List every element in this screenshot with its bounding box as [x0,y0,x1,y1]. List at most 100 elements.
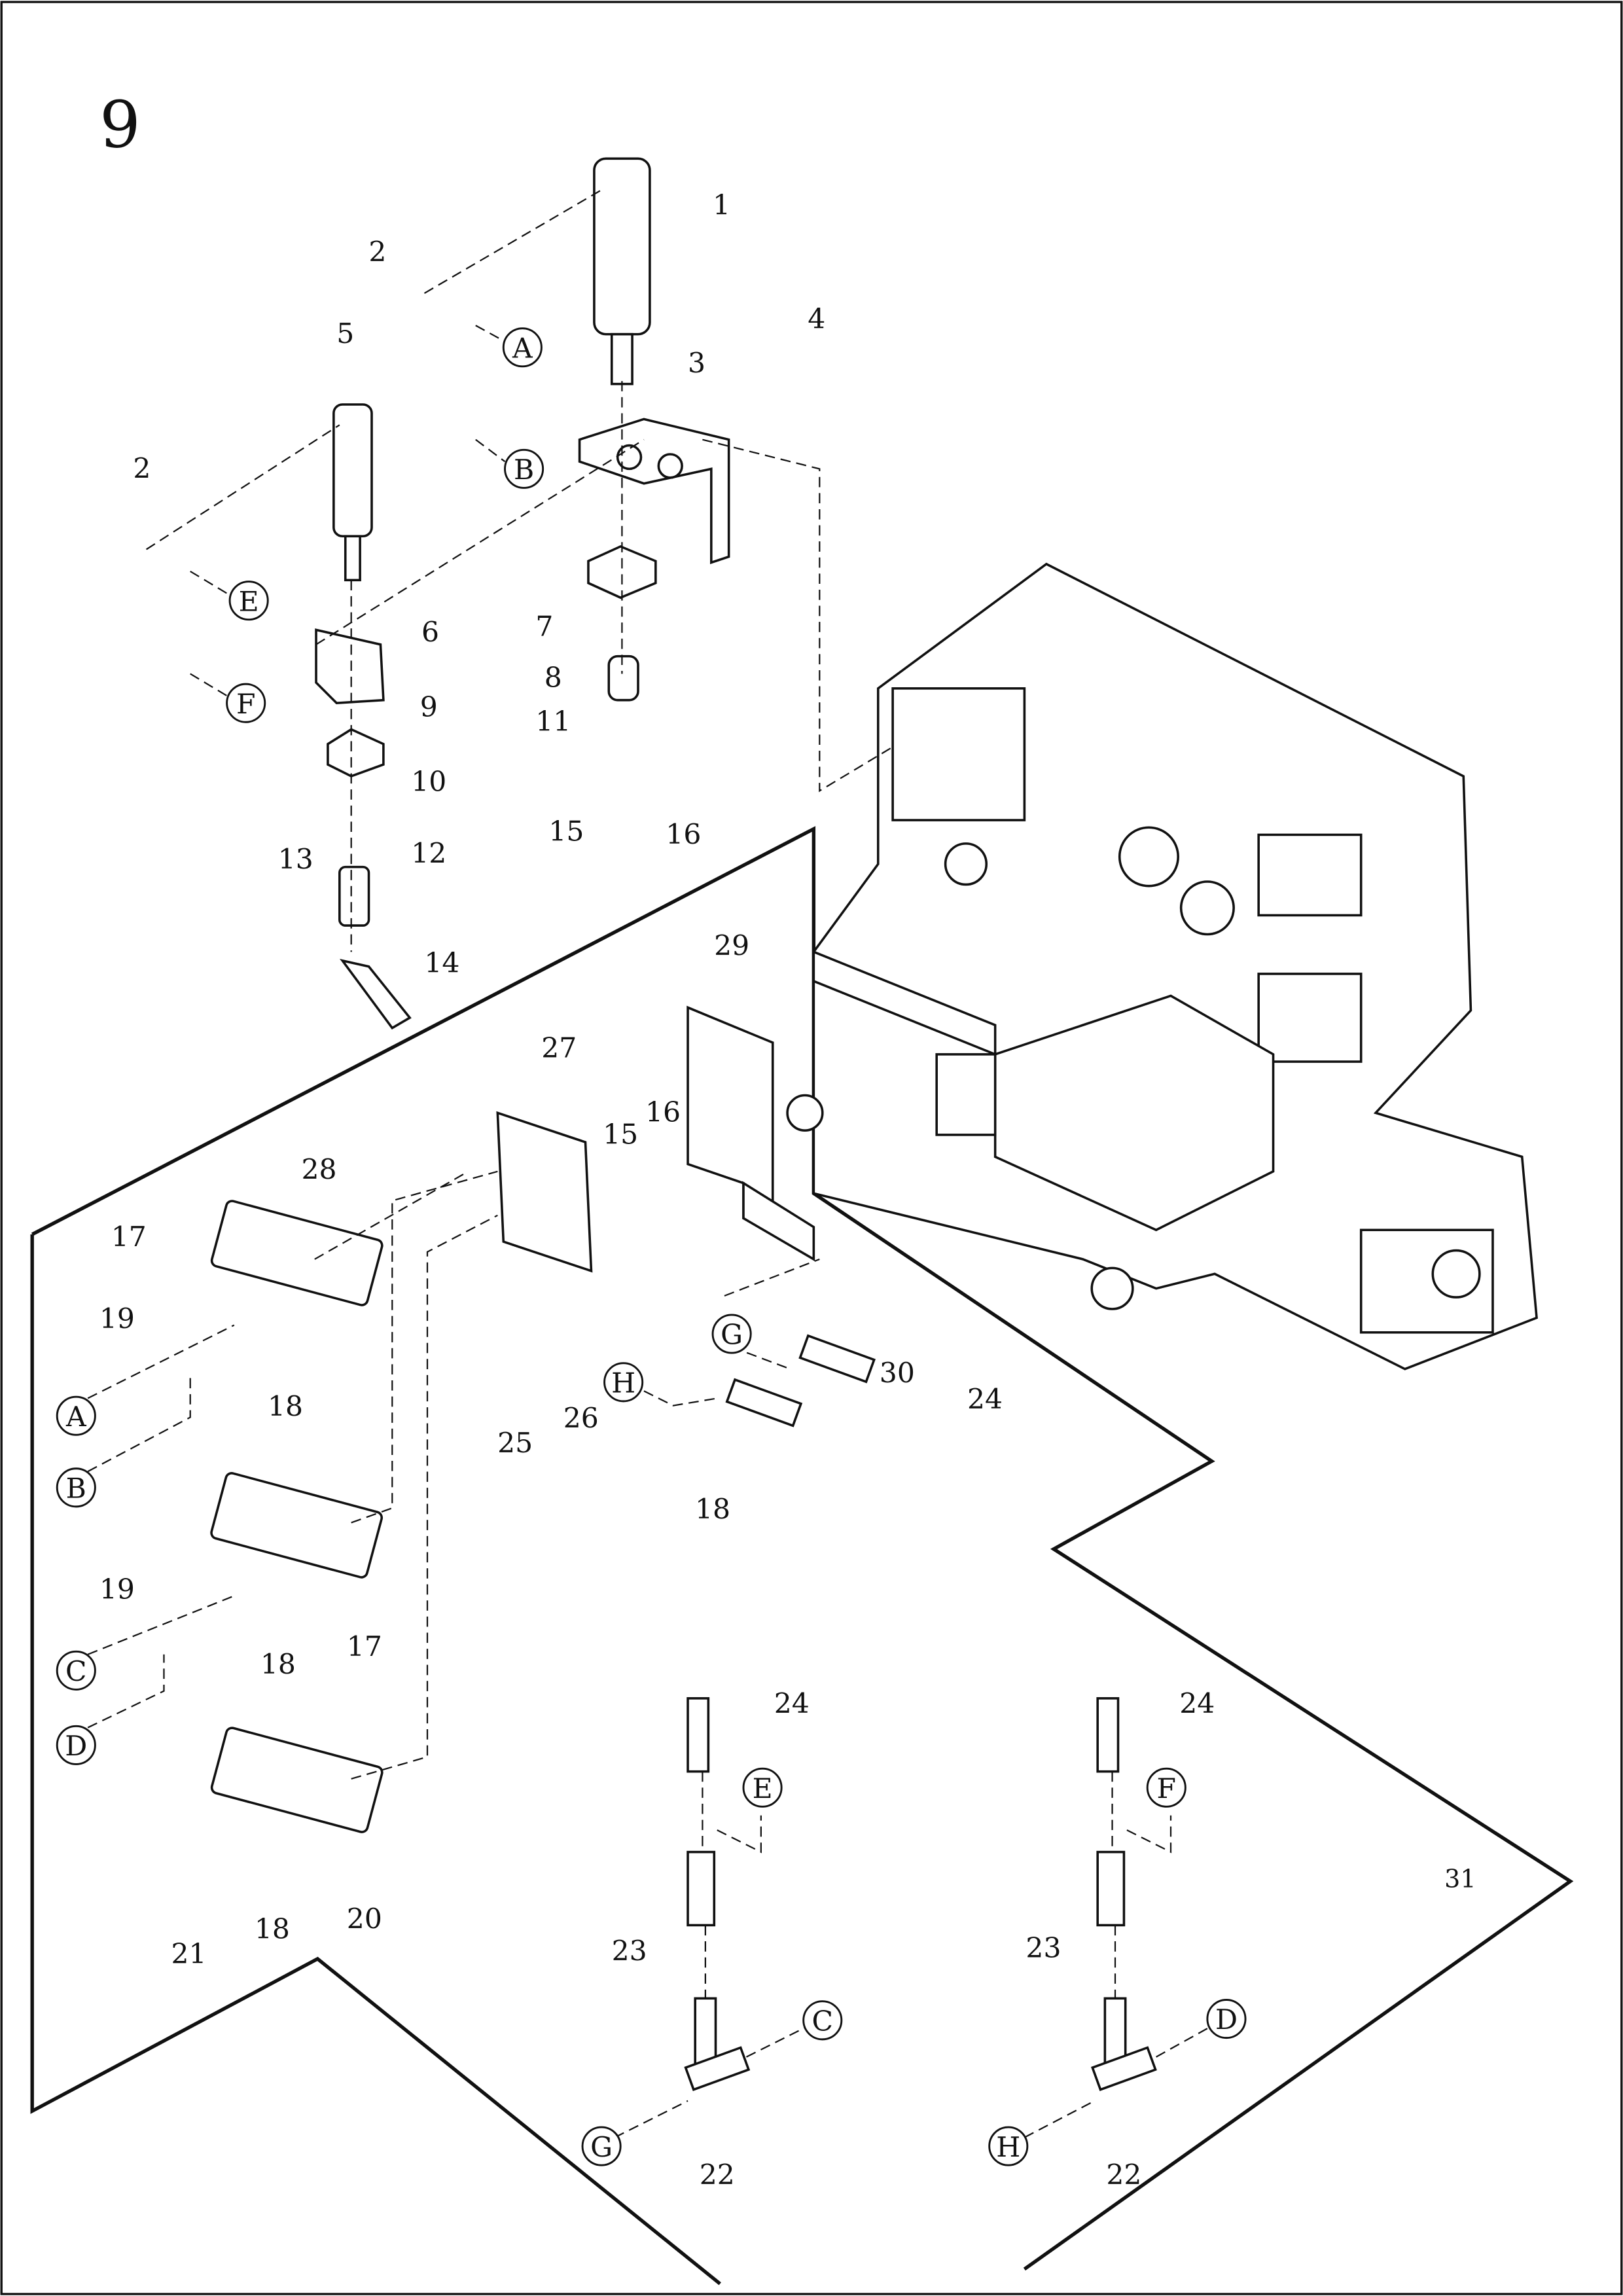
part-number-label: 26 [563,1403,599,1435]
part-number-label: 24 [967,1384,1003,1416]
part-number-label: 18 [695,1494,730,1526]
part-number-label: 17 [111,1221,147,1253]
part-number-label: 6 [421,617,439,649]
dashed-connection-lines [87,190,1209,2138]
reference-letter: G [721,1319,743,1352]
reference-letter: H [996,2132,1020,2164]
part-number-label: 19 [99,1574,135,1606]
reference-letter: E [239,586,259,618]
reference-letter: E [753,1773,773,1805]
reference-circle: D [1206,1999,1247,2039]
part-number-label: 18 [255,1914,290,1946]
part-number-label: 25 [497,1427,533,1460]
part-number-label: 14 [424,948,459,980]
machine-frame-housing [786,562,1538,1371]
reference-circle: H [603,1362,644,1403]
reference-circle: D [56,1725,96,1765]
reference-letter: A [512,332,533,365]
circle-outline [802,2000,843,2041]
part-number-label: 13 [278,844,313,876]
part-number-label: 5 [336,318,354,350]
circle-outline [603,1362,644,1403]
reference-circle: C [56,1650,96,1691]
reference-letter: A [65,1401,87,1433]
reference-letter: H [611,1367,635,1399]
reference-circle: A [56,1395,96,1436]
circle-outline [56,1725,96,1765]
part-number-label: 19 [99,1303,135,1335]
reference-letter-circles: A B E F A B G H C D E F C D G H [56,327,1247,2166]
reference-letter: G [590,2132,613,2164]
reference-letter: D [1215,2004,1238,2036]
reference-circle: E [228,581,269,621]
part-number-label: 9 [420,691,438,723]
cylinders-and-fittings [210,157,1157,2092]
reference-letter: F [1157,1773,1176,1805]
part-number-label: 2 [368,236,386,268]
circle-outline [56,1650,96,1691]
part-number-label: 29 [714,930,749,962]
reference-letter: D [65,1731,87,1763]
reference-circle: B [504,448,544,489]
part-number-label: 16 [645,1097,681,1129]
part-number-label: 10 [411,766,446,798]
sheet-number: 31 [1444,1864,1476,1893]
part-number-label: 15 [603,1119,638,1151]
circle-outline [226,683,266,723]
part-number-label: 1 [713,189,730,221]
part-number-label: 28 [301,1154,336,1186]
part-number-label: 3 [688,348,705,380]
circle-outline [56,1395,96,1436]
reference-letter: C [812,2005,834,2037]
part-number-label: 27 [541,1032,577,1064]
circle-outline [1146,1767,1186,1808]
part-number-label: 21 [171,1939,206,1971]
part-number-label: 4 [808,304,825,336]
part-number-label: 24 [1179,1688,1215,1720]
circle-outline [502,327,543,368]
reference-letter: B [66,1473,86,1505]
part-number-label: 20 [347,1903,382,1935]
part-number-label: 23 [612,1935,647,1967]
circle-outline [711,1314,752,1354]
section-boundary-left [30,1234,721,2286]
circle-outline [504,448,544,489]
part-number-label: 24 [774,1688,810,1720]
circle-outline [581,2126,622,2166]
part-number-label: 8 [544,662,562,694]
part-number-label: 30 [880,1357,915,1390]
circle-outline [988,2126,1029,2166]
section-boundary-right [31,826,1574,2271]
part-number-label: 23 [1026,1933,1061,1965]
part-number-label: 22 [1106,2159,1141,2191]
reference-circle: G [581,2126,622,2166]
reference-circle: F [1146,1767,1186,1808]
part-number-label: 7 [535,611,553,643]
reference-letter: B [514,454,534,486]
circle-outline [1206,1999,1247,2039]
part-number-label: 16 [666,819,701,851]
circle-outline [56,1467,96,1508]
part-number-label: 18 [260,1649,296,1681]
page-number: 9 [99,88,141,162]
part-number-label: 22 [700,2159,735,2191]
reference-circle: G [711,1314,752,1354]
part-number-label: 12 [411,838,446,870]
part-number-label: 11 [535,706,571,738]
part-number-label: 15 [548,816,584,848]
part-number-label: 17 [347,1631,382,1663]
circle-outline [742,1767,783,1808]
reference-letter: C [65,1656,87,1688]
reference-circle: E [742,1767,783,1808]
reference-circle: B [56,1467,96,1508]
reference-circle: H [988,2126,1029,2166]
part-number-label: 18 [268,1391,303,1423]
reference-circle: A [502,327,543,368]
circle-outline [228,581,269,621]
reference-circle: C [802,2000,843,2041]
reference-letter: F [236,689,255,721]
part-number-label: 2 [133,453,151,485]
